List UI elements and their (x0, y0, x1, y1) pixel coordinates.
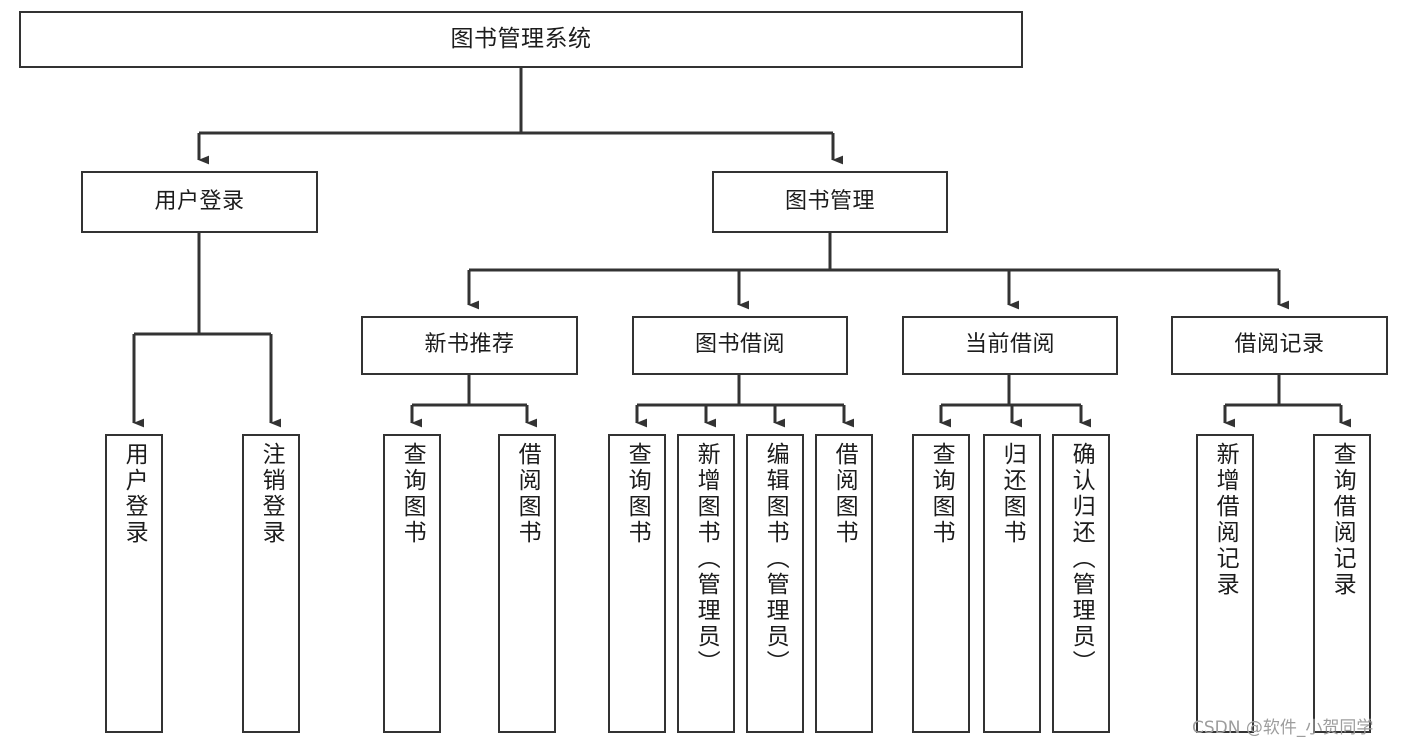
node-label: 查询图书 (928, 442, 955, 546)
leaf-newbook-borrow-book[interactable]: 借阅图书 (498, 434, 556, 733)
node-label: 图书管理系统 (450, 26, 592, 53)
node-label: 用户登录 (121, 442, 148, 546)
node-label: 归还图书 (999, 442, 1026, 546)
leaf-logout[interactable]: 注销登录 (242, 434, 300, 733)
leaf-newbook-query-book[interactable]: 查询图书 (383, 434, 441, 733)
node-label: 新增借阅记录 (1212, 442, 1239, 598)
node-book-management[interactable]: 图书管理 (712, 171, 948, 233)
node-label: 图书借阅 (694, 332, 785, 358)
csdn-watermark: CSDN @软件_小贺同学 (1192, 718, 1374, 738)
node-label: 查询图书 (399, 442, 426, 546)
node-label: 新书推荐 (424, 332, 515, 358)
leaf-user-login[interactable]: 用户登录 (105, 434, 163, 733)
leaf-borrowrecord-add-record[interactable]: 新增借阅记录 (1196, 434, 1254, 733)
node-label: 注销登录 (258, 442, 285, 546)
node-root-book-management-system[interactable]: 图书管理系统 (19, 11, 1023, 68)
node-label: 借阅图书 (514, 442, 541, 546)
leaf-borrowrecord-query-record[interactable]: 查询借阅记录 (1313, 434, 1371, 733)
node-label: 查询图书 (624, 442, 651, 546)
node-current-borrow[interactable]: 当前借阅 (902, 316, 1118, 375)
leaf-currentborrow-confirm-return-admin[interactable]: 确认归还（管理员） (1052, 434, 1110, 733)
node-user-login[interactable]: 用户登录 (81, 171, 318, 233)
node-label: 借阅图书 (831, 442, 858, 546)
node-label: 确认归还（管理员） (1068, 442, 1095, 676)
node-borrow-record[interactable]: 借阅记录 (1171, 316, 1388, 375)
node-label: 新增图书（管理员） (693, 442, 720, 676)
leaf-bookborrow-query-book[interactable]: 查询图书 (608, 434, 666, 733)
leaf-currentborrow-query-book[interactable]: 查询图书 (912, 434, 970, 733)
node-book-borrow[interactable]: 图书借阅 (632, 316, 848, 375)
node-label: 当前借阅 (964, 332, 1055, 358)
leaf-bookborrow-add-book-admin[interactable]: 新增图书（管理员） (677, 434, 735, 733)
node-label: 借阅记录 (1234, 332, 1325, 358)
node-label: 查询借阅记录 (1329, 442, 1356, 598)
leaf-currentborrow-return-book[interactable]: 归还图书 (983, 434, 1041, 733)
node-new-book-recommend[interactable]: 新书推荐 (361, 316, 578, 375)
node-label: 图书管理 (784, 188, 875, 214)
node-label: 编辑图书（管理员） (762, 442, 789, 676)
node-label: 用户登录 (154, 188, 245, 214)
leaf-bookborrow-edit-book-admin[interactable]: 编辑图书（管理员） (746, 434, 804, 733)
leaf-bookborrow-borrow-book[interactable]: 借阅图书 (815, 434, 873, 733)
